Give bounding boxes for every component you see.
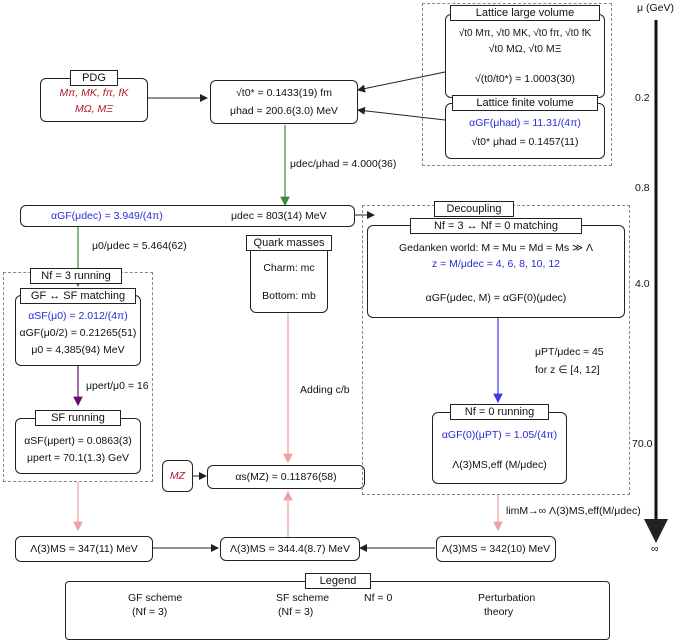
nf0-title: Nf = 0 running [450, 404, 549, 420]
legend-pt-2: theory [484, 606, 514, 618]
legend-pt-1: Perturbation [478, 592, 536, 604]
lambda-mid: Λ(3)MS = 344.4(8.7) MeV [230, 543, 350, 555]
legend-title: Legend [305, 573, 371, 589]
had-line2: μhad = 200.6(3.0) MeV [230, 105, 338, 117]
lattice-group [422, 3, 612, 166]
lattice-large-line1: √t0 Mπ, √t0 MK, √t0 fπ, √t0 fK [458, 28, 592, 39]
pdg-title: PDG [70, 70, 118, 86]
lattice-finite-line2: √t0* μhad = 0.1457(11) [471, 136, 579, 148]
adding-cb: Adding c/b [300, 384, 350, 396]
legend-nf0: Nf = 0 [364, 592, 393, 604]
scale-tick: 0.8 [635, 182, 650, 194]
limit-label: limM→∞ Λ(3)MS,eff(M/μdec) [506, 505, 641, 517]
quark-title: Quark masses [246, 235, 332, 251]
legend-sf-1: SF scheme [276, 592, 330, 604]
alpha-dec: αGF(μdec) = 3.949/(4π) [51, 210, 163, 222]
legend-box: GF scheme (Nf = 3) SF scheme (Nf = 3) Nf… [65, 581, 610, 640]
lambda-right-box: Λ(3)MS = 342(10) MeV [436, 536, 556, 562]
had-line1: √t0* = 0.1433(19) fm [236, 87, 332, 99]
sf-running-line2: μpert = 70.1(1.3) GeV [26, 452, 130, 464]
matching-eq: αGF(μdec, M) = αGF(0)(μdec) [425, 292, 567, 304]
sf-running-line1: αSF(μpert) = 0.0863(3) [24, 435, 132, 447]
nf-matching-title: Nf = 3 ↔ Nf = 0 matching [410, 218, 582, 234]
matching-line1: αSF(μ0) = 2.012/(4π) [28, 310, 128, 322]
ratio-pert: μpert/μ0 = 16 [86, 380, 149, 392]
lambda-mid-box: Λ(3)MS = 344.4(8.7) MeV [220, 537, 360, 561]
lattice-large-line2: √t0 MΩ, √t0 MΞ [488, 43, 562, 55]
sf-running-title: SF running [35, 410, 121, 426]
pt-range: for z ∈ [4, 12] [535, 364, 600, 376]
nf0-running-box: αGF(0)(μPT) = 1.05/(4π) Λ(3)MS,eff (M/μd… [432, 412, 567, 484]
lattice-finite-title: Lattice finite volume [452, 95, 598, 111]
lattice-finite-line1: αGF(μhad) = 11.31/(4π) [469, 117, 581, 129]
scale-tick: 4.0 [635, 278, 650, 290]
pt-ratio: μPT/μdec ≈ 45 [535, 346, 604, 358]
z-values: z = M/μdec = 4, 6, 8, 10, 12 [431, 258, 561, 270]
matching-title: GF ↔ SF matching [20, 288, 136, 304]
scale-tick: 70.0 [632, 438, 653, 450]
nf0-line2: Λ(3)MS,eff (M/μdec) [452, 459, 547, 471]
lambda-left-box: Λ(3)MS = 347(11) MeV [15, 536, 153, 562]
matching-line2: αGF(μ0/2) = 0.21265(51) [19, 327, 137, 339]
sf-running-box: αSF(μpert) = 0.0863(3) μpert = 70.1(1.3)… [15, 418, 141, 474]
legend-sf-2: (Nf = 3) [278, 606, 314, 618]
nf0-line1: αGF(0)(μPT) = 1.05/(4π) [441, 429, 558, 441]
scale-title: μ (GeV) [637, 2, 674, 14]
lattice-finite-box: αGF(μhad) = 11.31/(4π) √t0* μhad = 0.145… [445, 103, 605, 159]
ratio-0-dec: μ0/μdec = 5.464(62) [92, 240, 187, 252]
scale-tick: 0.2 [635, 92, 650, 104]
decoupling-title: Decoupling [434, 201, 514, 217]
gedanken-world: Gedanken world: M = Mu = Md = Ms ≫ Λ [399, 242, 593, 254]
gf-sf-matching-box: αSF(μ0) = 2.012/(4π) αGF(μ0/2) = 0.21265… [15, 295, 141, 366]
scale-tick: ∞ [651, 543, 659, 555]
mz-box: MZ [162, 460, 193, 492]
nf3-title: Nf = 3 running [30, 268, 122, 284]
quark-masses-box: Charm: mc Bottom: mb [250, 243, 328, 313]
mu-dec: μdec = 803(14) MeV [231, 210, 327, 222]
alphas-value: αs(MZ) = 0.11876(58) [235, 471, 337, 483]
nf-matching-box: Gedanken world: M = Mu = Md = Ms ≫ Λ z =… [367, 225, 625, 318]
matching-line3: μ0 = 4,385(94) MeV [31, 344, 125, 356]
alphas-box: αs(MZ) = 0.11876(58) [207, 465, 365, 489]
lambda-right: Λ(3)MS = 342(10) MeV [441, 543, 551, 555]
lattice-large-title: Lattice large volume [450, 5, 600, 21]
lambda-left: Λ(3)MS = 347(11) MeV [30, 543, 138, 555]
legend-gf-1: GF scheme [128, 592, 183, 604]
lattice-large-line3: √(t0/t0*) = 1.0003(30) [474, 73, 576, 85]
hadronic-scale-box: √t0* = 0.1433(19) fm μhad = 200.6(3.0) M… [210, 80, 358, 124]
quark-bottom: Bottom: mb [262, 290, 316, 302]
pdg-line1: Mπ, MK, fπ, fK [59, 87, 129, 99]
legend-gf-2: (Nf = 3) [132, 606, 168, 618]
quark-charm: Charm: mc [263, 262, 315, 274]
decoupling-scale-box: αGF(μdec) = 3.949/(4π) μdec = 803(14) Me… [20, 205, 355, 227]
lattice-large-box: √t0 Mπ, √t0 MK, √t0 fπ, √t0 fK √t0 MΩ, √… [445, 14, 605, 98]
pdg-line2: MΩ, MΞ [74, 103, 114, 115]
ratio-dec-had: μdec/μhad = 4.000(36) [290, 158, 397, 170]
mz-label: MZ [169, 470, 186, 482]
